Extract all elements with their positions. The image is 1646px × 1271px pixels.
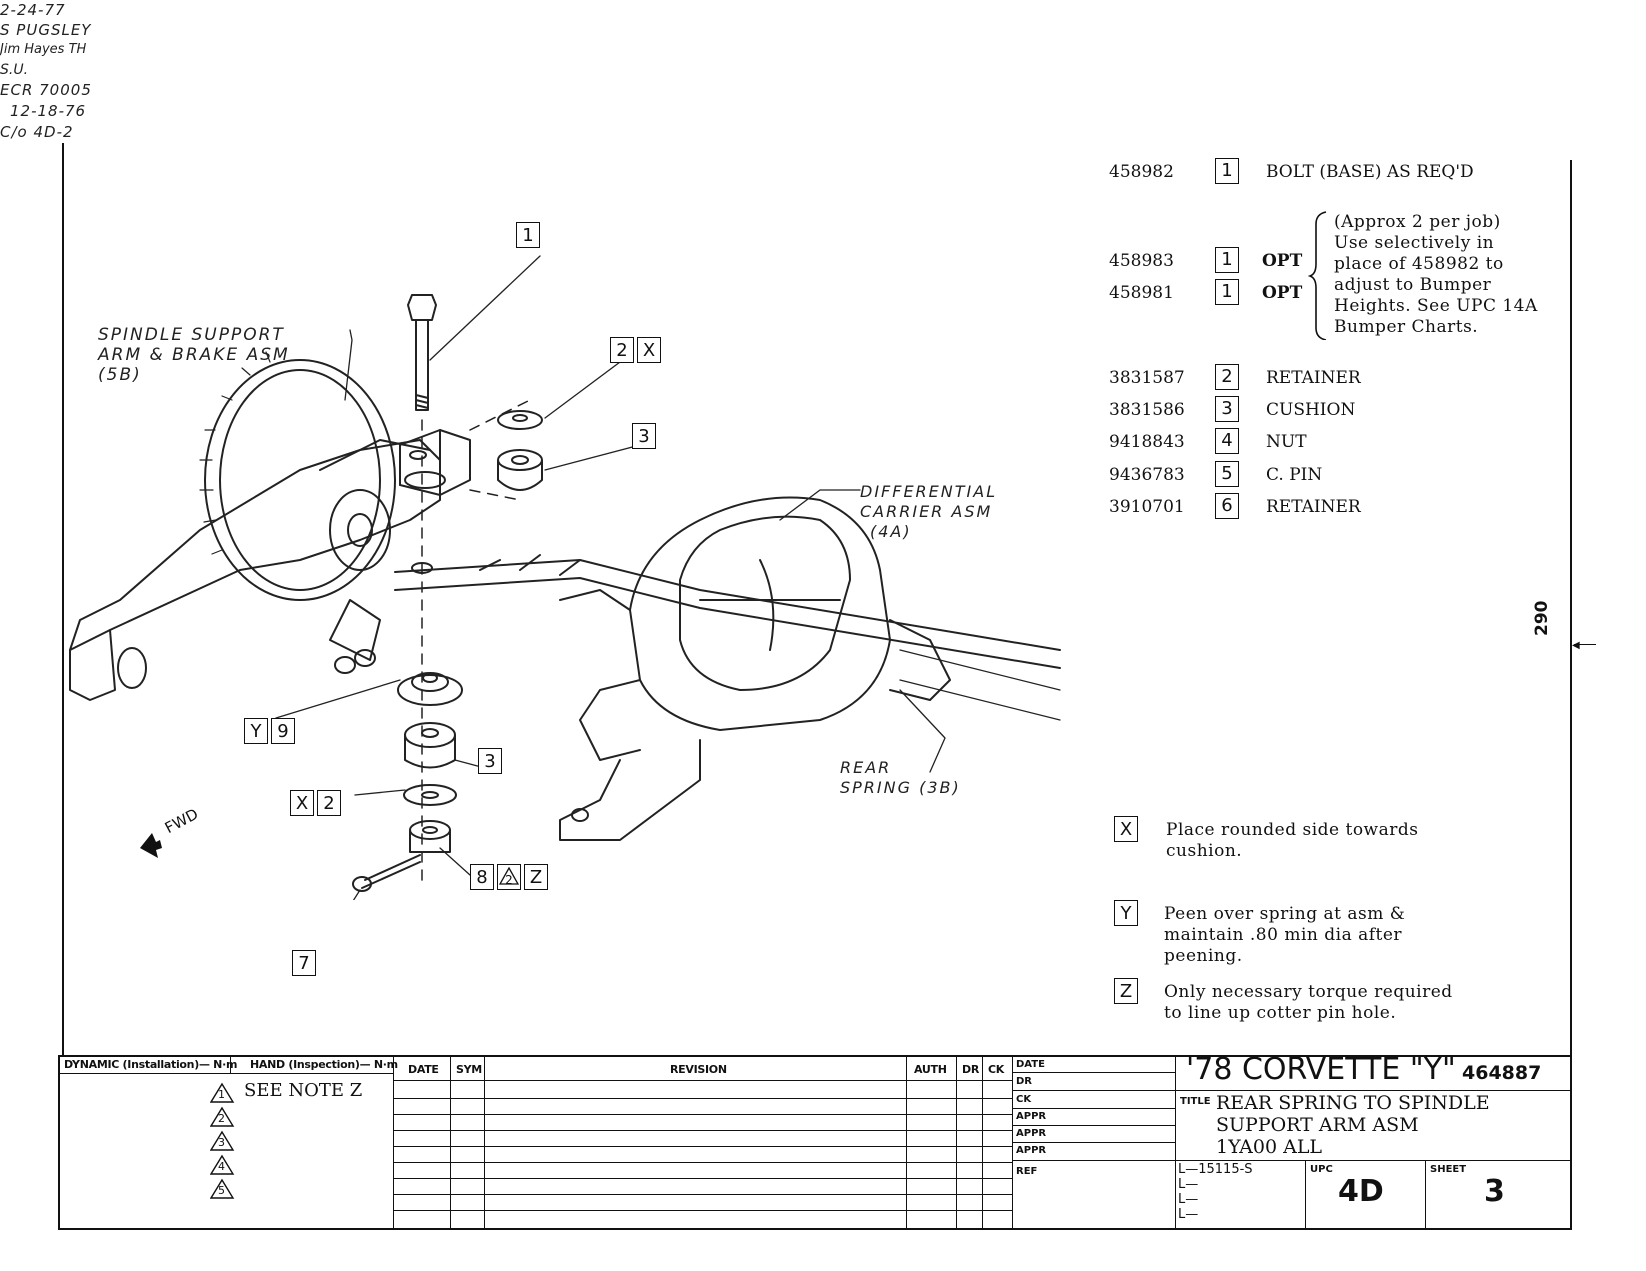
see-note-z: SEE NOTE Z xyxy=(244,1080,363,1101)
revision-header: REVISION xyxy=(670,1063,727,1076)
title-label: TITLE xyxy=(1180,1096,1211,1107)
note-ref: Z xyxy=(1114,978,1138,1004)
appr-label-2: APPR xyxy=(1016,1128,1047,1139)
fwd-arrow-icon xyxy=(140,833,162,858)
part-ref: 4 xyxy=(1215,428,1239,454)
frame-left-border xyxy=(62,143,64,1055)
differential-carrier xyxy=(629,496,891,731)
frame-right-border xyxy=(1570,160,1572,1230)
triangle-4: 4 xyxy=(218,1160,225,1173)
ref-label: REF xyxy=(1016,1166,1038,1177)
ck-header: CK xyxy=(988,1063,1004,1076)
appr-label: APPR xyxy=(1016,1111,1047,1122)
dynamic-header: DYNAMIC (Installation)— N·m xyxy=(64,1058,238,1071)
callout-1: 1 xyxy=(516,222,540,248)
lower-cushion xyxy=(404,734,456,769)
part-desc: RETAINER xyxy=(1266,368,1361,388)
sheet-value: 3 xyxy=(1484,1174,1505,1209)
dr-header: DR xyxy=(962,1063,980,1076)
part-ref: 1 xyxy=(1215,279,1239,305)
spindle-support-arm xyxy=(69,439,441,651)
brake-drum xyxy=(219,369,381,591)
leaf-spring xyxy=(394,559,1061,651)
callout-7: 7 xyxy=(292,950,316,976)
sym-header: SYM xyxy=(456,1063,482,1076)
ck-value: Jim Hayes TH xyxy=(0,42,87,57)
date-header: DATE xyxy=(408,1063,439,1076)
lower-retainer-x2 xyxy=(403,784,457,806)
callout-3-upper: 3 xyxy=(632,423,656,449)
note-triangles xyxy=(210,1082,235,1199)
page-number-arrow xyxy=(1574,644,1596,645)
part-desc: RETAINER xyxy=(1266,497,1361,517)
page-number: 290 xyxy=(1532,600,1552,637)
model-number: 464887 xyxy=(1462,1062,1542,1084)
sheet-label: SHEET xyxy=(1430,1164,1467,1175)
part-desc: OPT xyxy=(1262,283,1303,303)
differential-carrier-label: DIFFERENTIAL CARRIER ASM (4A) xyxy=(860,482,998,541)
triangle-1: 1 xyxy=(218,1088,225,1101)
upper-cushion xyxy=(497,459,543,491)
dr-value: S PUGSLEY xyxy=(0,21,92,39)
triangle-2: 2 xyxy=(218,1112,225,1125)
date-value: 2-24-77 xyxy=(0,1,66,19)
auth-header: AUTH xyxy=(914,1063,947,1076)
note-ref: X xyxy=(1114,816,1138,842)
part-number: 9418843 xyxy=(1109,432,1185,452)
dr-label: DR xyxy=(1016,1076,1033,1087)
part-desc: OPT xyxy=(1262,251,1303,271)
part-number: 458981 xyxy=(1109,283,1174,303)
upc-value: 4D xyxy=(1338,1174,1384,1209)
spindle-support-label: SPINDLE SUPPORT ARM & BRAKE ASM (5B) xyxy=(98,325,290,385)
part-desc: C. PIN xyxy=(1266,465,1323,485)
ref-value: ECR 70005 12-18-76 C/o 4D-2 xyxy=(0,81,92,141)
part-desc: NUT xyxy=(1266,432,1307,452)
title-block: DYNAMIC (Installation)— N·m HAND (Inspec… xyxy=(0,0,1646,1230)
brace-icon xyxy=(1308,211,1327,340)
part-ref: 2 xyxy=(1215,364,1239,390)
arrow-head-icon: ◀ xyxy=(1572,640,1580,651)
bolt xyxy=(407,294,437,321)
nut xyxy=(409,829,451,853)
hand-header: HAND (Inspection)— N·m xyxy=(250,1058,398,1071)
l-numbers: L—15115-S L— L— L— xyxy=(1178,1162,1253,1222)
model-name: '78 CORVETTE "Y" xyxy=(1186,1052,1456,1087)
part-ref: 3 xyxy=(1215,396,1239,422)
exploded-assembly-drawing xyxy=(69,255,1061,900)
upc-label: UPC xyxy=(1310,1164,1333,1175)
part-number: 9436783 xyxy=(1109,465,1185,485)
part-desc: BOLT (BASE) AS REQ'D xyxy=(1266,162,1474,182)
rear-spring-label: REAR SPRING (3B) xyxy=(840,758,961,797)
part-number: 3910701 xyxy=(1109,497,1185,517)
ck-label: CK xyxy=(1016,1094,1032,1105)
part-number: 3831587 xyxy=(1109,368,1185,388)
part-number: 3831586 xyxy=(1109,400,1185,420)
part-number: 458983 xyxy=(1109,251,1174,271)
triangle-5: 5 xyxy=(218,1184,225,1197)
part-ref: 5 xyxy=(1215,461,1239,487)
callout-8-2-z: 8 2 Z xyxy=(470,864,548,890)
note-ref: Y xyxy=(1114,900,1138,926)
opt-note: (Approx 2 per job) Use selectively in pl… xyxy=(1334,212,1538,337)
date-label: DATE xyxy=(1016,1059,1045,1070)
part-number: 458982 xyxy=(1109,162,1174,182)
triangle-3: 3 xyxy=(218,1136,225,1149)
part-ref: 1 xyxy=(1215,158,1239,184)
part-desc: CUSHION xyxy=(1266,400,1356,420)
triangle-icon: 2 xyxy=(497,864,521,890)
appr-value: S.U. xyxy=(0,62,29,78)
callout-3-lower: 3 xyxy=(478,748,502,774)
part-ref: 1 xyxy=(1215,247,1239,273)
upper-retainer xyxy=(497,410,543,430)
drawing-title: REAR SPRING TO SPINDLE SUPPORT ARM ASM 1… xyxy=(1216,1092,1490,1158)
appr-label-3: APPR xyxy=(1016,1145,1047,1156)
note-text: Peen over spring at asm &maintain .80 mi… xyxy=(1164,904,1406,966)
part-ref: 6 xyxy=(1215,493,1239,519)
